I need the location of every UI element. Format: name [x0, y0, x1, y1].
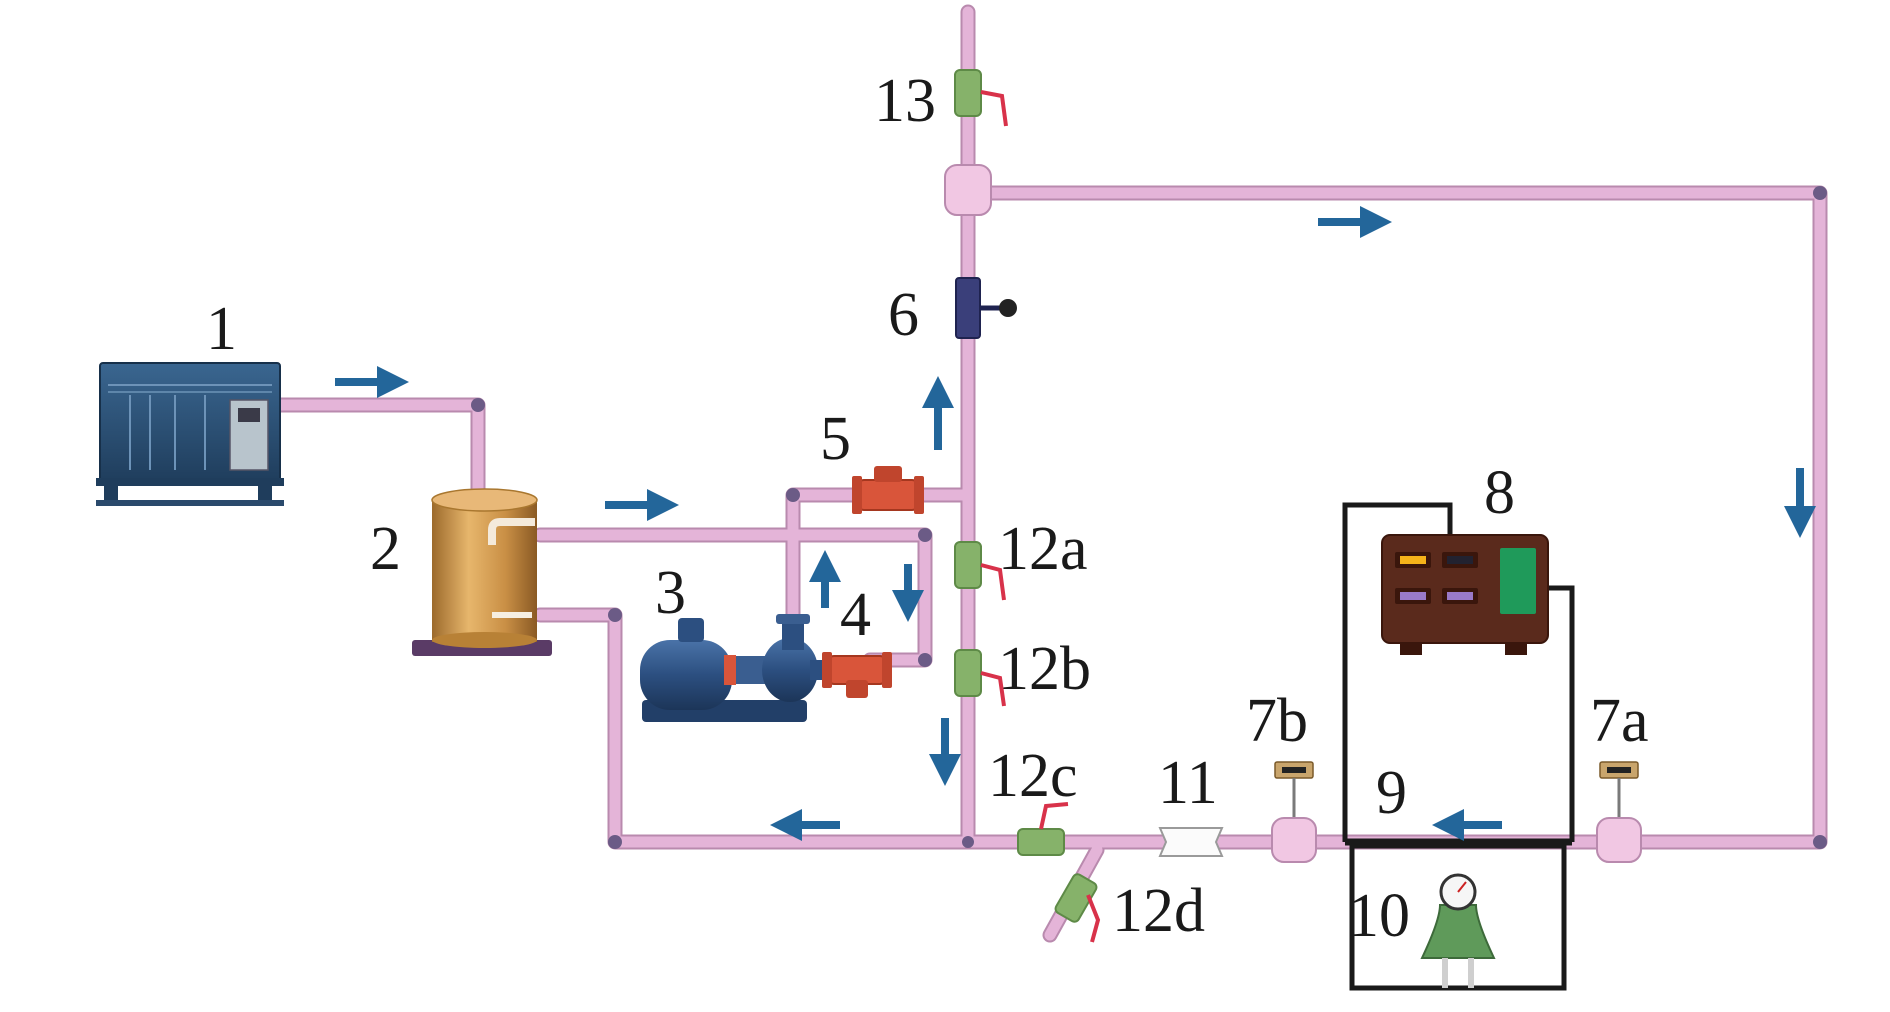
label-9: 9 [1376, 759, 1407, 827]
data-controller-8 [1381, 534, 1549, 655]
label-13: 13 [874, 67, 936, 135]
ball-valve-12c [1017, 802, 1069, 856]
red-flange-4 [822, 652, 892, 698]
control-valve-6 [955, 277, 1017, 339]
water-tank [412, 488, 552, 656]
label-12d: 12d [1112, 877, 1205, 945]
label-5: 5 [820, 405, 851, 473]
ball-valve-12a [954, 541, 1006, 601]
label-12c: 12c [988, 742, 1078, 810]
label-12b: 12b [998, 635, 1091, 703]
ball-valve-13 [954, 69, 1008, 127]
label-10: 10 [1348, 882, 1410, 950]
centrifugal-pump [640, 614, 830, 722]
label-2: 2 [370, 515, 401, 583]
label-8: 8 [1484, 459, 1515, 527]
label-3: 3 [655, 559, 686, 627]
sensor-7a [1596, 761, 1642, 863]
signal-wires [1342, 502, 1575, 991]
label-4: 4 [840, 581, 871, 649]
pipe-network [270, 4, 1828, 943]
label-6: 6 [888, 281, 919, 349]
test-section-11 [1158, 827, 1224, 857]
label-12a: 12a [998, 515, 1088, 583]
sensor-7b [1271, 761, 1317, 863]
ball-valve-12b [954, 649, 1006, 707]
pressure-gauge-10 [1420, 873, 1496, 988]
flow-arrows [335, 206, 1816, 841]
label-1: 1 [206, 295, 237, 363]
label-7a: 7a [1590, 687, 1649, 755]
label-11: 11 [1158, 749, 1218, 817]
label-7b: 7b [1246, 687, 1308, 755]
tee-joint [944, 164, 992, 216]
chiller-unit [96, 362, 284, 506]
red-filter-5 [852, 466, 924, 514]
ball-valve-12d [1054, 873, 1101, 943]
